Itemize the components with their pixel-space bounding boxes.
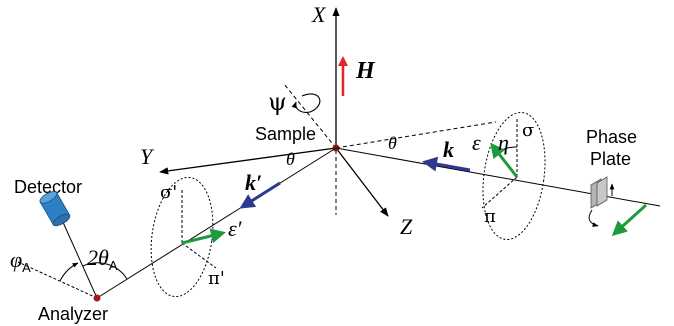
phase-plate bbox=[588, 176, 615, 227]
eps-in-label: ε bbox=[472, 130, 481, 155]
pi-out-dashed bbox=[181, 242, 217, 269]
psi-rotation-arrow bbox=[291, 93, 321, 113]
sample-label: Sample bbox=[255, 124, 316, 144]
analyzer-label: Analyzer bbox=[38, 304, 108, 324]
z-axis-label: Z bbox=[400, 214, 413, 239]
eps-out-label: ε′ bbox=[228, 216, 243, 241]
eps-in-arrow bbox=[490, 142, 519, 178]
analyzer-reference-dashed bbox=[17, 261, 98, 299]
analyzer-dot bbox=[93, 294, 101, 302]
pi-out-label: π' bbox=[208, 268, 225, 289]
y-axis-line bbox=[159, 147, 337, 175]
pi-in-label: π bbox=[484, 206, 496, 227]
field-label: H bbox=[355, 58, 376, 84]
eps-out-arrow bbox=[181, 228, 226, 245]
incident-reference-dashed bbox=[335, 121, 497, 149]
two-theta-subscript: A bbox=[109, 258, 118, 273]
x-axis-label: X bbox=[311, 2, 327, 27]
two-theta-label: 2θA bbox=[87, 245, 118, 273]
pi-in-dashed bbox=[481, 176, 518, 209]
detector-icon bbox=[39, 191, 71, 227]
phi-symbol: φ bbox=[10, 247, 22, 272]
detector-label: Detector bbox=[14, 177, 82, 197]
eta-label: η bbox=[498, 130, 509, 155]
z-axis-line bbox=[335, 147, 389, 217]
phi-subscript: A bbox=[22, 260, 31, 275]
incident-polarization-ellipse bbox=[482, 111, 546, 241]
y-axis-label: Y bbox=[140, 144, 155, 169]
phi-arc bbox=[59, 262, 79, 282]
detector-arm bbox=[61, 219, 98, 299]
k-in-label: k bbox=[443, 137, 454, 162]
plate-polarization-arrow bbox=[611, 203, 648, 237]
sigma-in-label: σ bbox=[522, 120, 534, 141]
phi-label: φA bbox=[10, 247, 31, 275]
phase-plate-label-line2: Plate bbox=[590, 149, 631, 169]
theta-in-label: θ bbox=[388, 133, 397, 153]
sigma-out-label: σ' bbox=[160, 182, 177, 203]
scattered-beam bbox=[96, 147, 337, 299]
two-theta-arc bbox=[82, 262, 128, 280]
two-theta-symbol: 2θ bbox=[87, 245, 109, 270]
k-out-label: k′ bbox=[245, 170, 262, 195]
psi-label: ψ bbox=[268, 88, 287, 116]
k-in-arrow bbox=[422, 156, 471, 172]
k-out-arrow bbox=[239, 181, 281, 209]
theta-out-label: θ bbox=[286, 149, 295, 169]
phase-plate-label-line1: Phase bbox=[586, 127, 637, 147]
